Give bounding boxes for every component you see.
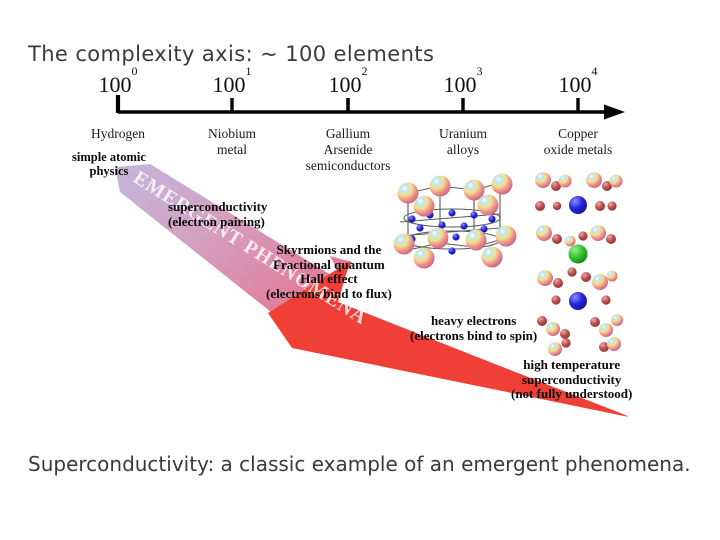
page-title: The complexity axis: ~ 100 elements bbox=[28, 42, 435, 66]
element-line: Uranium bbox=[439, 126, 487, 141]
annotation-line: Hall effect bbox=[300, 271, 358, 287]
annotation-line: (not fully understood) bbox=[511, 386, 633, 402]
annotation-line: superconductivity bbox=[521, 371, 622, 387]
element-line: Gallium bbox=[325, 126, 371, 141]
annotation-line: superconductivity bbox=[168, 199, 268, 214]
element-line: metal bbox=[216, 141, 247, 157]
axis-tick-label: 1003 bbox=[443, 64, 483, 98]
tick-exponent: 0 bbox=[131, 63, 138, 78]
tick-base: 100 bbox=[443, 72, 477, 97]
tick-base: 100 bbox=[558, 72, 592, 97]
axis-tick-label: 1000 bbox=[98, 64, 138, 98]
tick-exponent: 2 bbox=[361, 63, 368, 78]
element-line: Niobium bbox=[207, 126, 257, 141]
axis-element-hydrogen: Hydrogen bbox=[91, 126, 145, 142]
element-line: oxide metals bbox=[543, 141, 613, 157]
axis-tick-label: 1001 bbox=[212, 64, 252, 98]
axis-tick-label: 1004 bbox=[558, 64, 598, 98]
annotation-line: Fractional quantum bbox=[273, 256, 385, 272]
annotation-line: heavy electrons bbox=[430, 313, 517, 328]
tick-exponent: 4 bbox=[591, 63, 598, 78]
annotation-line: (electron pairing) bbox=[168, 213, 265, 229]
axis-element-gallium-arsenide: Gallium Arsenide semiconductors bbox=[306, 126, 391, 174]
element-line: alloys bbox=[446, 141, 480, 157]
molecular-cluster-figure bbox=[535, 172, 623, 356]
complexity-axis bbox=[115, 95, 625, 120]
tick-base: 100 bbox=[328, 72, 362, 97]
tick-base: 100 bbox=[98, 72, 132, 97]
element-line: Copper bbox=[558, 126, 598, 141]
tick-base: 100 bbox=[212, 72, 246, 97]
element-line: semiconductors bbox=[305, 157, 391, 173]
annotation-simple-atomic-physics: simple atomic physics bbox=[72, 150, 146, 178]
annotation-line: Skyrmions and the bbox=[276, 242, 382, 257]
annotation-heavy-electrons: heavy electrons (electrons bind to spin) bbox=[410, 313, 538, 343]
annotation-line: simple atomic bbox=[72, 150, 146, 164]
annotation-line: physics bbox=[89, 164, 129, 178]
element-line: Arsenide bbox=[323, 141, 373, 157]
axis-element-copper-oxide: Copper oxide metals bbox=[544, 126, 613, 158]
slide-caption: Superconductivity: a classic example of … bbox=[28, 452, 691, 476]
annotation-high-temperature-superconductivity: high temperature superconductivity (not … bbox=[511, 357, 633, 402]
tick-exponent: 1 bbox=[245, 63, 252, 78]
lattice-large-spheres bbox=[393, 173, 517, 269]
annotation-line: high temperature bbox=[523, 357, 621, 372]
annotation-superconductivity: superconductivity (electron pairing) bbox=[168, 199, 268, 229]
axis-tick-label: 1002 bbox=[328, 64, 368, 98]
element-line: Hydrogen bbox=[91, 126, 145, 141]
axis-element-niobium: Niobium metal bbox=[208, 126, 256, 158]
tick-exponent: 3 bbox=[476, 63, 483, 78]
annotation-skyrmions-fqhe: Skyrmions and the Fractional quantum Hal… bbox=[266, 242, 392, 301]
annotation-line: (electrons bind to flux) bbox=[266, 285, 392, 301]
crystal-lattice-figure bbox=[393, 173, 517, 269]
annotation-line: (electrons bind to spin) bbox=[410, 327, 538, 343]
axis-element-uranium: Uranium alloys bbox=[439, 126, 487, 158]
